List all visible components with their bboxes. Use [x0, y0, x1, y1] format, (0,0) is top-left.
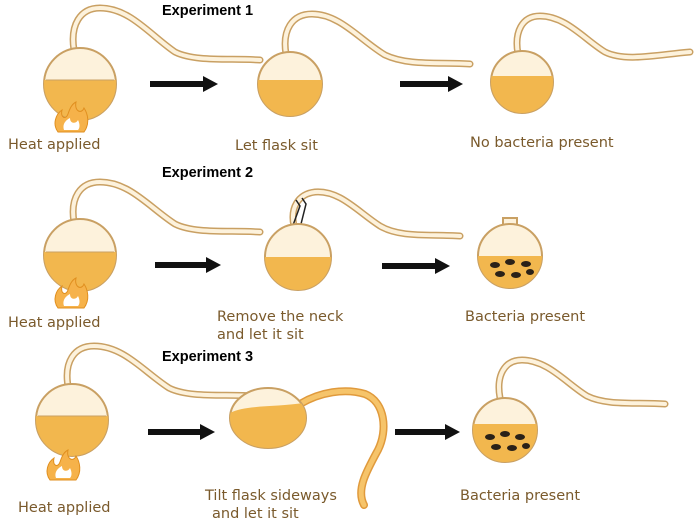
exp2-caption-remove-line2: and let it sit — [217, 327, 304, 343]
exp2-flask-result — [477, 217, 543, 289]
experiment-2-title: Experiment 2 — [162, 165, 254, 181]
exp3-caption-tilt-line1: Tilt flask sideways — [205, 488, 337, 504]
exp1-caption-sit: Let flask sit — [235, 138, 318, 154]
exp3-caption-tilt-line2: and let it sit — [212, 506, 299, 522]
exp2-caption-remove-line1: Remove the neck — [217, 309, 344, 325]
exp2-caption-heat: Heat applied — [8, 315, 101, 331]
exp3-bacteria — [485, 431, 530, 451]
exp3-arrow-1 — [148, 424, 215, 440]
exp3-flame-icon — [46, 449, 81, 481]
exp2-flask-heated — [43, 178, 264, 292]
exp1-caption-result: No bacteria present — [470, 135, 614, 151]
exp1-flask-result — [490, 12, 694, 114]
exp2-bacteria — [490, 259, 534, 278]
exp1-flame-icon — [54, 101, 89, 133]
exp3-flask-result — [472, 356, 669, 463]
exp3-caption-heat: Heat applied — [18, 500, 111, 516]
exp3-arrow-2 — [395, 424, 460, 440]
exp1-caption-heat: Heat applied — [8, 137, 101, 153]
exp1-flask-sitting — [257, 10, 474, 117]
exp2-flask-neck-removed — [264, 188, 464, 291]
exp3-caption-result: Bacteria present — [460, 488, 581, 504]
exp2-caption-result: Bacteria present — [465, 309, 586, 325]
experiment-1-title: Experiment 1 — [162, 3, 254, 19]
exp2-arrow-2 — [382, 258, 450, 274]
exp3-flask-heated — [35, 342, 258, 457]
exp1-flask-heated — [43, 4, 264, 121]
exp2-flame-icon — [54, 277, 89, 309]
exp1-arrow-2 — [400, 76, 463, 92]
experiment-3-title: Experiment 3 — [162, 349, 254, 365]
exp1-arrow-1 — [150, 76, 218, 92]
exp2-arrow-1 — [155, 257, 221, 273]
